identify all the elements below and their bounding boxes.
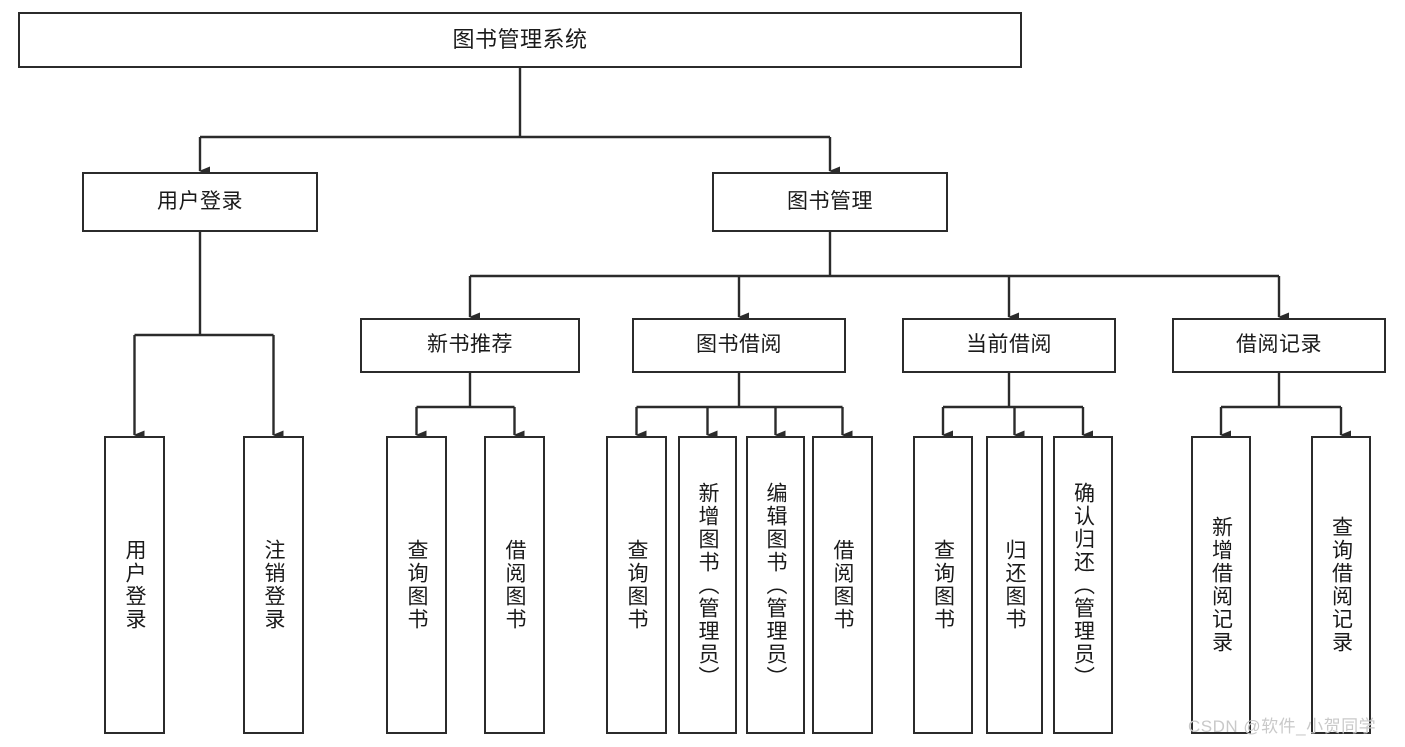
node-current-borrow[interactable]: 当前借阅 [902, 318, 1116, 373]
node-label: 用户登录 [157, 189, 243, 213]
node-leaf-user-logout[interactable]: 注销登录 [243, 436, 304, 734]
node-label: 当前借阅 [966, 333, 1052, 357]
node-leaf-query-record[interactable]: 查询借阅记录 [1311, 436, 1371, 734]
watermark-text: CSDN @软件_小贺同学 [1188, 717, 1377, 736]
node-leaf-query-book-c[interactable]: 查询图书 [913, 436, 973, 734]
node-root[interactable]: 图书管理系统 [18, 12, 1022, 68]
node-leaf-borrow-book-b[interactable]: 借阅图书 [812, 436, 873, 734]
node-label: 新增图书（管理员） [696, 481, 719, 689]
node-label: 查询图书 [625, 539, 648, 631]
node-user-login[interactable]: 用户登录 [82, 172, 318, 232]
node-label: 查询借阅记录 [1329, 516, 1353, 654]
node-label: 确认归还（管理员） [1071, 481, 1095, 689]
node-leaf-borrow-book-rec[interactable]: 借阅图书 [484, 436, 545, 734]
node-label: 借阅图书 [503, 539, 526, 631]
node-label: 用户登录 [123, 539, 146, 631]
node-leaf-add-record[interactable]: 新增借阅记录 [1191, 436, 1251, 734]
node-book-borrow[interactable]: 图书借阅 [632, 318, 846, 373]
node-label: 查询图书 [405, 539, 428, 631]
node-label: 借阅图书 [831, 539, 854, 631]
edge-group [133, 68, 1351, 440]
node-borrow-record[interactable]: 借阅记录 [1172, 318, 1386, 373]
node-book-mgmt[interactable]: 图书管理 [712, 172, 948, 232]
node-label: 图书借阅 [696, 333, 782, 357]
node-label: 注销登录 [262, 539, 285, 631]
node-label: 图书管理 [787, 189, 873, 213]
node-label: 归还图书 [1003, 539, 1026, 631]
node-label: 查询图书 [931, 539, 955, 631]
node-leaf-query-book-b[interactable]: 查询图书 [606, 436, 667, 734]
node-leaf-add-book[interactable]: 新增图书（管理员） [678, 436, 737, 734]
node-label: 新增借阅记录 [1209, 516, 1233, 654]
node-leaf-query-book-rec[interactable]: 查询图书 [386, 436, 447, 734]
node-leaf-user-login[interactable]: 用户登录 [104, 436, 165, 734]
node-label: 新书推荐 [427, 333, 513, 357]
node-new-book-rec[interactable]: 新书推荐 [360, 318, 580, 373]
node-leaf-edit-book[interactable]: 编辑图书（管理员） [746, 436, 805, 734]
node-leaf-confirm-return[interactable]: 确认归还（管理员） [1053, 436, 1113, 734]
node-leaf-return-book[interactable]: 归还图书 [986, 436, 1043, 734]
node-label: 编辑图书（管理员） [764, 481, 787, 689]
node-label: 图书管理系统 [452, 27, 588, 53]
node-label: 借阅记录 [1236, 333, 1322, 357]
